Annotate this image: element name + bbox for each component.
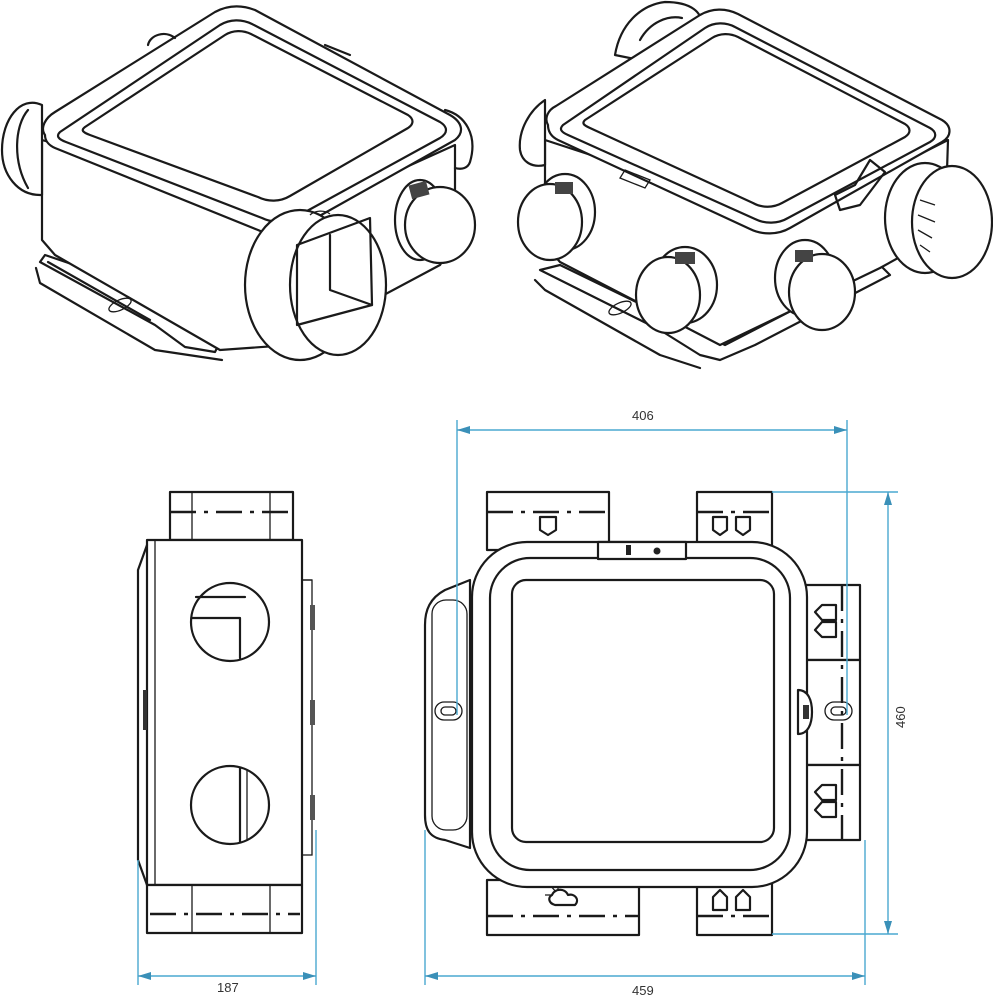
isometric-view-left bbox=[0, 5, 477, 362]
dimension-label-187: 187 bbox=[217, 980, 239, 995]
dimension-label-460: 460 bbox=[893, 706, 908, 728]
dimension-label-459: 459 bbox=[632, 983, 654, 998]
dimension-459 bbox=[424, 830, 866, 985]
top-view bbox=[423, 490, 862, 937]
side-view bbox=[136, 490, 315, 935]
isometric-view-right bbox=[516, 0, 993, 370]
dimension-label-406: 406 bbox=[632, 408, 654, 423]
dimension-460 bbox=[772, 491, 898, 935]
dimension-406 bbox=[456, 420, 848, 715]
dimension-187 bbox=[137, 830, 317, 985]
